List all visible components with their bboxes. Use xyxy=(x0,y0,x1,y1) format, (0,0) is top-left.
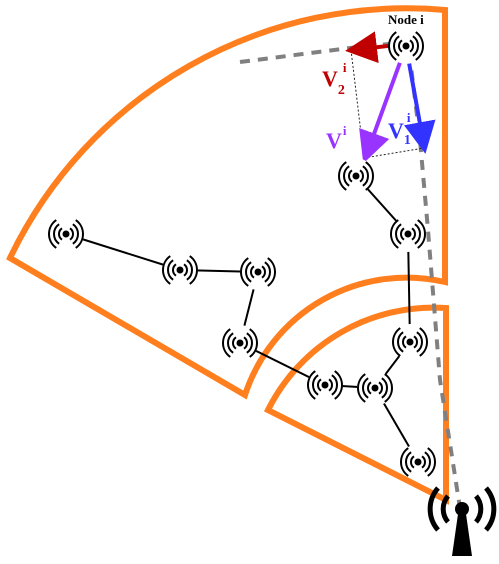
node-i-wireless-icon xyxy=(388,28,424,64)
node-i-label: Node i xyxy=(388,12,424,27)
outer-sector xyxy=(6,5,448,400)
inner-sector xyxy=(263,304,449,505)
vector-v1-label: V1i xyxy=(388,110,411,148)
antenna-tower-icon xyxy=(427,486,497,556)
wireless-sensor-icon xyxy=(162,252,198,288)
wireless-sensor-icon xyxy=(240,254,276,290)
vector-v2-label: V2i xyxy=(322,60,347,98)
wireless-sensor-icon xyxy=(390,216,426,252)
node-group xyxy=(48,28,436,480)
wireless-sensor-icon xyxy=(307,367,343,403)
vector-v-label: Vi xyxy=(326,123,347,153)
vector-v-arrow xyxy=(359,45,408,164)
wireless-sensor-icon xyxy=(392,324,428,360)
wireless-sensor-icon xyxy=(222,325,258,361)
wireless-sensor-icon xyxy=(48,216,84,252)
wireless-sensor-icon xyxy=(400,444,436,480)
wireless-sensor-icon xyxy=(338,158,374,194)
wireless-sensor-icon xyxy=(357,370,393,406)
